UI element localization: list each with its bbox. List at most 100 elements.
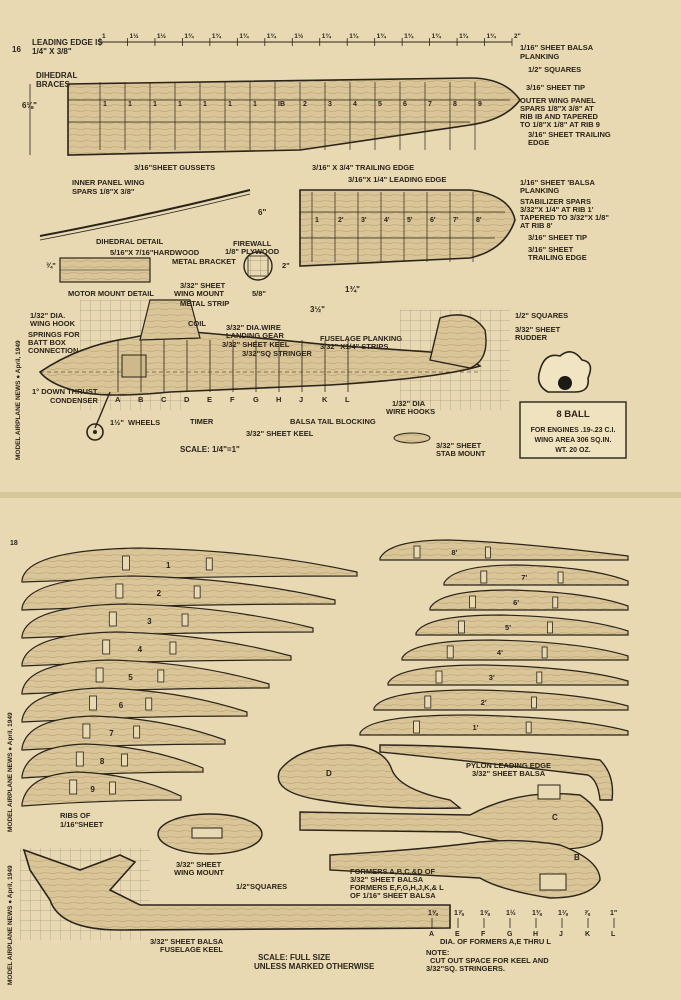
wing-rib-label: 3 <box>328 101 332 108</box>
gussets-label: 3/16"SHEET GUSSETS <box>134 163 215 172</box>
former-c-cutout <box>537 784 561 800</box>
stab-rib-number: 8' <box>451 548 457 557</box>
rudder-label: 3/32" SHEET <box>515 325 561 334</box>
spar-notch <box>82 723 91 739</box>
wing-chord-label: 6⅛" <box>22 101 37 110</box>
wing-mount-label: 3/32" SHEET <box>180 281 226 290</box>
wing-mount-bottom-label: 3/32" SHEET <box>176 860 222 869</box>
span-tick-label: 1¾ <box>212 32 222 40</box>
stab-rib-number: 5' <box>505 623 511 632</box>
former-diameter-value: 1⅝ <box>428 910 439 917</box>
keel-template-label-2: FUSELAGE KEEL <box>160 945 223 954</box>
motor-mount-detail-label: MOTOR MOUNT DETAIL <box>68 289 154 298</box>
wing-rib-label: 1 <box>178 101 182 108</box>
wing-rib-number: 6 <box>119 701 124 710</box>
stab-notch <box>413 720 421 734</box>
info-box-title: 8 BALL <box>556 409 589 420</box>
former-diameter-letter: K <box>585 931 590 938</box>
stab-notch <box>469 595 477 609</box>
span-tick-label: 1¾ <box>432 32 442 40</box>
stab-rib-label: 1 <box>315 217 319 224</box>
tip-label: 3/16" SHEET TIP <box>526 83 585 92</box>
stab-leading-edge-label: 3/16"X 1/4" LEADING EDGE <box>348 175 446 184</box>
wing-right-labels: 1/16" SHEET BALSA PLANKING 1/2" SQUARES … <box>520 43 611 147</box>
stab-rib-template <box>373 689 629 711</box>
eight-ball-logo <box>537 351 592 393</box>
spar-notch <box>145 697 153 711</box>
wing-rib-label: 9 <box>478 101 482 108</box>
firewall-label-2: 1/8" PLYWOOD <box>225 247 280 256</box>
stab-rib-number: 4' <box>497 648 503 657</box>
firewall-dim-3: 2" <box>282 261 290 270</box>
former-c-template <box>299 792 604 850</box>
mount-dim-label: 3½" <box>310 305 325 314</box>
stab-notch <box>547 621 553 634</box>
pylon-leading-edge-template <box>379 744 614 801</box>
stab-rib-label: 2' <box>338 217 344 224</box>
sheet-gap <box>0 492 681 498</box>
former-letter: A <box>115 395 121 404</box>
spar-notch <box>133 725 141 739</box>
wing-rib-label: 1 <box>228 101 232 108</box>
side-caption-bottom-1: MODEL AIRPLANE NEWS ● April, 1949 <box>7 712 14 832</box>
spar-notch <box>193 585 201 599</box>
stab-tip-label: 3/16" SHEET TIP <box>528 233 587 242</box>
note-label: NOTE: <box>426 948 449 957</box>
span-tick-label: 1¾ <box>239 32 249 40</box>
rudder-label-2: RUDDER <box>515 333 548 342</box>
stab-notch <box>557 571 564 584</box>
spar-notch <box>121 753 128 767</box>
stab-planking-label: 1/16" SHEET 'BALSA <box>520 178 596 187</box>
former-letter: J <box>299 395 303 404</box>
former-diameter-letter: F <box>481 931 486 938</box>
coil-label: COIL <box>188 319 206 328</box>
hardwood-label: 5/16"X 7/16"HARDWOOD <box>110 248 200 257</box>
spar-notch <box>89 695 97 711</box>
outer-spars-label-4: TO 1/8"X 1/8" AT RIB 9 <box>520 120 600 129</box>
wing-rib-label: 7 <box>428 101 432 108</box>
note-label-3: 3/32"SQ. STRINGERS. <box>426 964 505 973</box>
formers-efghjkl-label-2: OF 1/16" SHEET BALSA <box>350 891 436 900</box>
metal-bracket-label: METAL BRACKET <box>172 257 236 266</box>
info-box-line-1: FOR ENGINES .19-.23 C.I. <box>531 427 616 434</box>
dihedral-braces-label: DIHEDRAL <box>36 71 77 80</box>
former-diameter-letter: E <box>455 931 460 938</box>
wing-rib-template <box>21 743 204 779</box>
stab-mount-drawing <box>393 432 431 444</box>
stab-trailing-edge-label-2: TRAILING EDGE <box>528 253 587 262</box>
leading-edge-note-1: LEADING EDGE IS <box>32 38 103 47</box>
wing-pylon <box>139 299 201 341</box>
stabilizer-planform <box>299 189 516 267</box>
stab-notch <box>531 696 537 709</box>
stab-rib-number: 2' <box>481 698 487 707</box>
wing-rib-template <box>21 575 336 611</box>
stringer-label: 3/32"SQ STRINGER <box>242 349 312 358</box>
wire-hooks-label: 1/32" DIA <box>392 399 426 408</box>
wing-rib-label: 4 <box>353 101 357 108</box>
wing-mount-label-2: WING MOUNT <box>174 289 224 298</box>
wing-hook-label-2: WING HOOK <box>30 319 76 328</box>
landing-gear-label: 3/32" DIA.WIRE <box>226 323 281 332</box>
stab-notch <box>457 620 465 634</box>
spar-notch <box>95 667 104 683</box>
former-diameter-value: ⅞ <box>584 910 591 917</box>
wing-rib-label: 2 <box>303 101 307 108</box>
span-tick-label: 1¾ <box>404 32 414 40</box>
stab-spars-label-3: TAPERED TO 3/32"X 1/8" <box>520 213 609 222</box>
former-letter: F <box>230 395 235 404</box>
planking-label-2: PLANKING <box>520 52 559 61</box>
wing-rib-template <box>21 631 292 667</box>
wire-hooks-label-2: WIRE HOOKS <box>386 407 435 416</box>
spar-notch <box>109 781 116 795</box>
stab-planking-label-2: PLANKING <box>520 186 559 195</box>
former-letter: B <box>138 395 144 404</box>
stab-notch <box>480 570 488 584</box>
fuselage-planking-label: FUSELAGE PLANKING <box>320 334 402 343</box>
stab-spars-label-2: 3/32"X 1/4" AT RIB 1' <box>520 205 594 214</box>
stab-notch <box>424 695 432 709</box>
former-diameter-value: 1⅜ <box>532 910 543 917</box>
